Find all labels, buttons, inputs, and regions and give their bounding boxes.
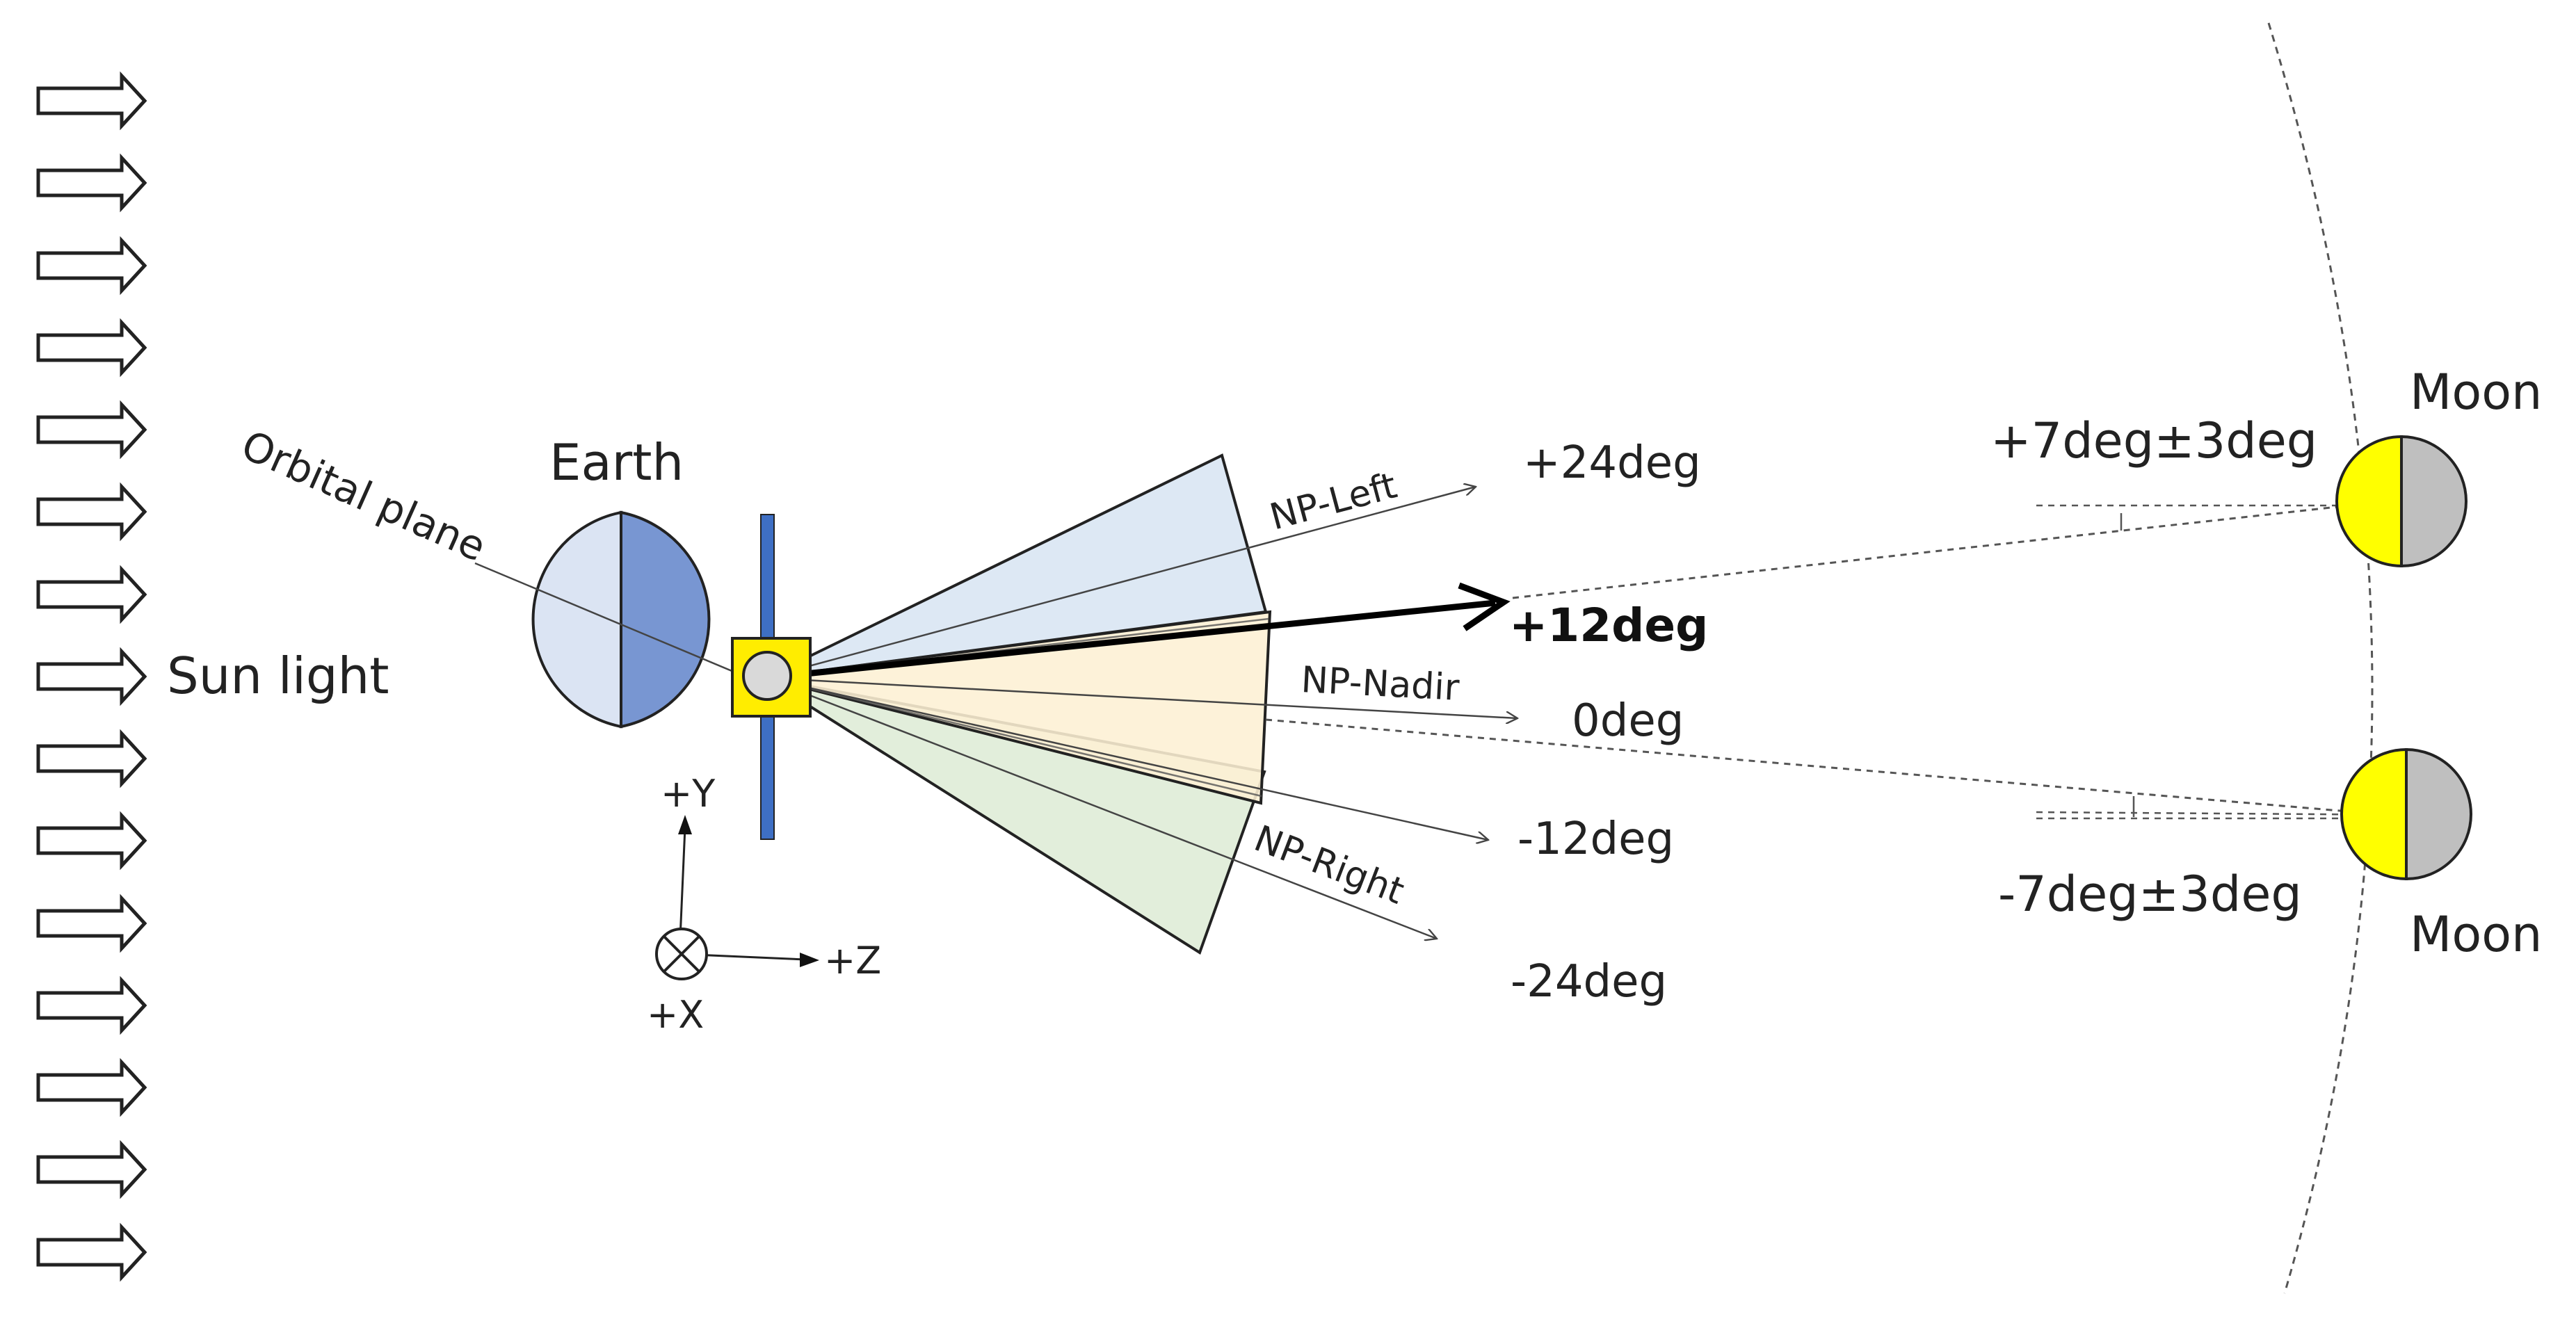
sun-arrow-icon	[36, 318, 147, 378]
np-right-arrow	[764, 677, 1437, 939]
fov-np-nadir	[764, 610, 1272, 805]
np-left-arrow	[764, 487, 1476, 679]
axis-y-label: +Y	[661, 772, 716, 816]
moon-top-label: Moon	[2410, 364, 2542, 421]
lunar-orbit-arc	[2267, 22, 2374, 1294]
moon-bottom-lit-half	[2340, 747, 2408, 881]
deg-0-label: 0deg	[1572, 695, 1684, 747]
moon-top-sight-line	[1512, 498, 2407, 599]
orbital-plane-label: Orbital plane	[234, 421, 492, 571]
axis-x-cross-line	[663, 935, 700, 973]
sun-arrow-icon	[36, 71, 147, 131]
axis-z-arrow	[695, 953, 806, 961]
axis-y-arrow	[679, 827, 686, 939]
moon-bottom-angle-label: -7deg±3deg	[1998, 866, 2302, 923]
moon-bottom-dark-half	[2405, 747, 2472, 881]
plus12-arrowhead-icon	[1458, 582, 1511, 631]
sun-arrow-icon	[36, 482, 147, 542]
minus12-arrow	[764, 677, 1488, 840]
sun-arrow-icon	[36, 647, 147, 706]
orbital-plane-line	[474, 562, 766, 686]
deg-plus24-label: +24deg	[1523, 437, 1701, 489]
sun-arrow-icon	[36, 565, 147, 624]
sun-light-label: Sun light	[167, 647, 389, 705]
sun-arrow-icon	[36, 1222, 147, 1282]
deg-minus24-label: -24deg	[1511, 956, 1667, 1008]
coordinate-axes	[655, 815, 819, 980]
sun-arrow-icon	[36, 811, 147, 871]
axis-y-arrowhead-icon	[678, 815, 692, 834]
sun-arrow-icon	[36, 400, 147, 460]
axis-z-arrowhead-icon	[800, 953, 819, 967]
earth	[531, 510, 711, 729]
sun-arrow-icon	[36, 236, 147, 296]
sun-arrow-icon	[36, 729, 147, 788]
sun-arrow-icon	[36, 153, 147, 213]
moon-bottom-angle-reference	[2036, 796, 2414, 820]
moon-top-lit-half	[2335, 435, 2403, 568]
axis-z-label: +Z	[824, 939, 881, 982]
np-right-label: NP-Right	[1248, 818, 1409, 913]
np-left-label: NP-Left	[1266, 465, 1401, 539]
earth-night-side	[620, 510, 711, 729]
deg-plus12-label: +12deg	[1509, 599, 1708, 652]
sun-arrow-icon	[36, 1140, 147, 1199]
earth-day-side	[531, 510, 622, 729]
sun-light-arrows	[36, 71, 147, 1282]
earth-label: Earth	[549, 433, 684, 492]
zero-deg-line	[1265, 718, 2414, 818]
sun-arrow-icon	[36, 1058, 147, 1117]
moon-top-dark-half	[2400, 435, 2468, 568]
moon-bottom	[2340, 747, 2472, 881]
deg-minus12-label: -12deg	[1518, 814, 1674, 865]
moon-top	[2335, 435, 2468, 568]
moon-bottom-label: Moon	[2410, 906, 2542, 963]
telescope-aperture	[742, 651, 792, 701]
plus12-main-arrow	[764, 599, 1496, 681]
axis-x-label: +X	[647, 993, 704, 1037]
spacecraft	[731, 514, 812, 840]
sun-arrow-icon	[36, 893, 147, 953]
np-nadir-arrow	[764, 677, 1518, 718]
moon-top-angle-label: +7deg±3deg	[1990, 412, 2317, 469]
sun-arrow-icon	[36, 976, 147, 1035]
np-nadir-label: NP-Nadir	[1300, 659, 1460, 709]
